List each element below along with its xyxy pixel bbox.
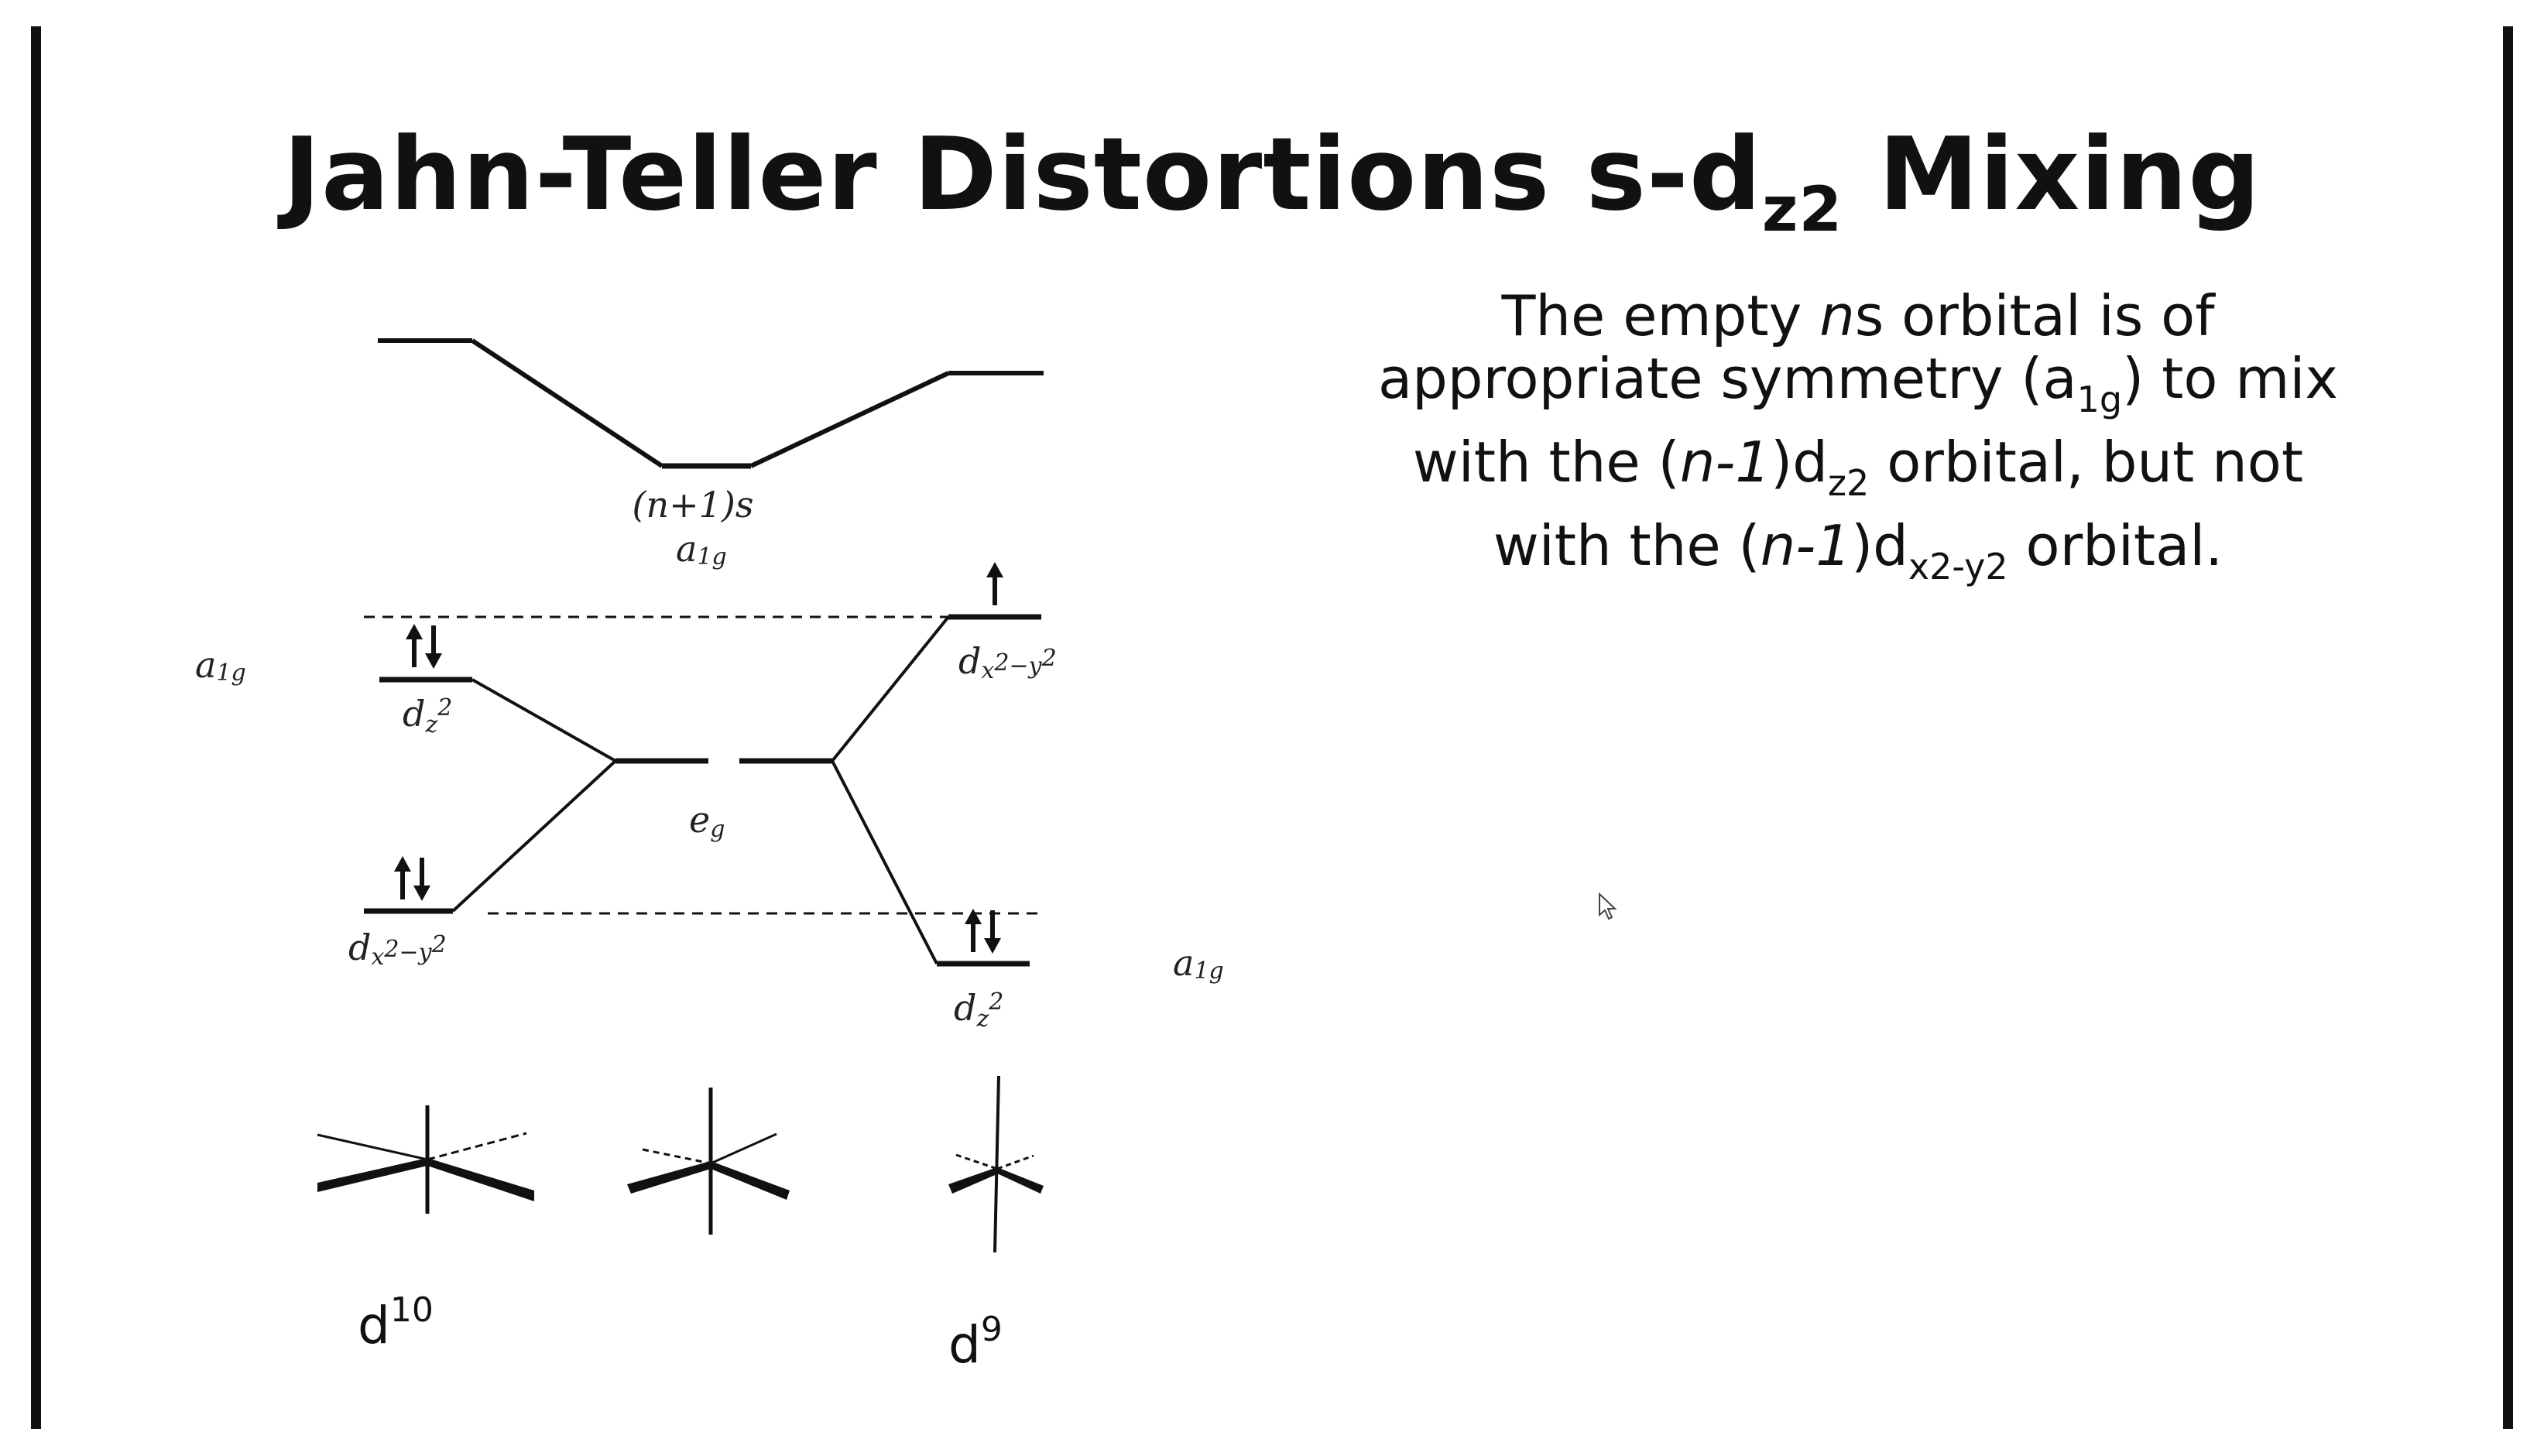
electron-up-arrow [965,909,982,952]
left-dz2-label: dz2 [403,693,452,738]
right-dx2y2-label: dx2−y2 [958,640,1057,684]
geometry-octahedral [627,1088,790,1235]
geometry-elongated [948,1075,1044,1253]
left-dx2y2-electrons [394,856,430,901]
config-d10-label: d10 [358,1290,434,1355]
geometry-compressed [317,1105,534,1214]
electron-down-arrow [425,625,442,669]
electron-up-arrow [394,856,411,899]
electron-up-arrow [406,624,423,667]
electron-down-arrow [984,910,1001,954]
right-dz2-label: dz2 [954,987,1003,1033]
s-connector-left [471,338,663,468]
left-dx2y2-connector [451,759,617,913]
mouse-cursor-icon [1599,892,1617,920]
left-dx2y2-label: dx2−y2 [348,927,447,971]
eg-label: eg [689,799,725,843]
explanation-text: The empty ns orbital is of appropriate s… [1301,285,2415,598]
s-connector-right [749,371,950,468]
explanation-line-1: The empty ns orbital is of [1501,283,2215,348]
right-dz2-connector [831,760,938,964]
right-a1g-label: a1g [1173,942,1224,985]
right-dx2y2-connector [831,615,950,762]
s-symmetry-label: a1g [676,528,727,570]
explanation-line-2: appropriate symmetry (a1g) to mix [1377,346,2339,421]
left-a1g-label: a1g [195,644,246,687]
right-dz2-electrons [965,909,1001,954]
explanation-line-4: with the (n-1)dx2-y2 orbital. [1493,513,2223,588]
left-border-bar [31,26,41,1429]
electron-down-arrow [413,858,430,901]
left-dz2-connector [471,678,616,762]
explanation-line-3: with the (n-1)dz2 orbital, but not [1412,430,2304,505]
electron-up-arrow [986,562,1003,605]
config-d9-label: d9 [948,1310,1003,1375]
s-orbital-label: (n+1)s [633,484,754,526]
right-border-bar [2503,26,2513,1429]
slide-title: Jahn-Teller Distortions s-dz2 Mixing [283,115,2261,245]
left-dz2-electrons [406,624,442,669]
right-dx2y2-electrons [986,562,1003,605]
